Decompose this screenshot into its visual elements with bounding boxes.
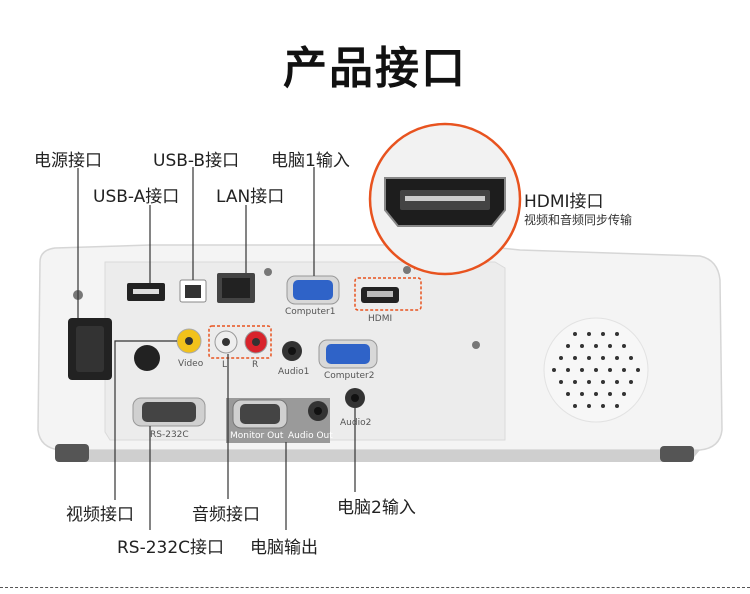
callout-audio: 音频接口 — [192, 505, 260, 525]
panel-label-computer1: Computer1 — [285, 307, 336, 317]
panel-label-rs232c: RS-232C — [150, 430, 189, 440]
bottom-divider — [0, 587, 750, 588]
callout-computer1: 电脑1输入 — [271, 151, 350, 171]
panel-label-audio-out: Audio Out — [288, 431, 333, 441]
panel-label-monitor-out: Monitor Out — [230, 431, 284, 441]
panel-label-hdmi: HDMI — [368, 314, 393, 324]
callout-hdmi: HDMI接口 — [524, 192, 604, 212]
panel-label-video: Video — [178, 359, 204, 369]
page-title: 产品接口 — [283, 43, 467, 94]
callout-power: 电源接口 — [34, 151, 102, 171]
right-foot — [660, 446, 694, 462]
panel-label-audio2: Audio2 — [340, 418, 372, 428]
panel-label-computer2: Computer2 — [324, 371, 375, 381]
callout-usb-a: USB-A接口 — [93, 187, 180, 207]
line-video — [114, 340, 177, 500]
callout-lan: LAN接口 — [216, 187, 285, 207]
callout-rs232c: RS-232C接口 — [117, 538, 225, 558]
panel-label-l: L — [222, 360, 228, 370]
connector-panel — [104, 261, 506, 441]
hdmi-highlight — [354, 277, 422, 311]
callout-video: 视频接口 — [66, 505, 134, 525]
panel-label-audio1: Audio1 — [278, 367, 310, 377]
left-foot — [55, 444, 89, 462]
callout-monitor-out: 电脑输出 — [250, 538, 318, 558]
panel-label-r: R — [252, 360, 259, 370]
speaker-holes — [552, 332, 640, 408]
callout-usb-b: USB-B接口 — [153, 151, 240, 171]
audio-highlight — [208, 325, 272, 359]
callout-hdmi-desc: 视频和音频同步传输 — [524, 213, 633, 227]
sensor-window — [134, 345, 160, 371]
callout-computer2: 电脑2输入 — [337, 498, 416, 518]
